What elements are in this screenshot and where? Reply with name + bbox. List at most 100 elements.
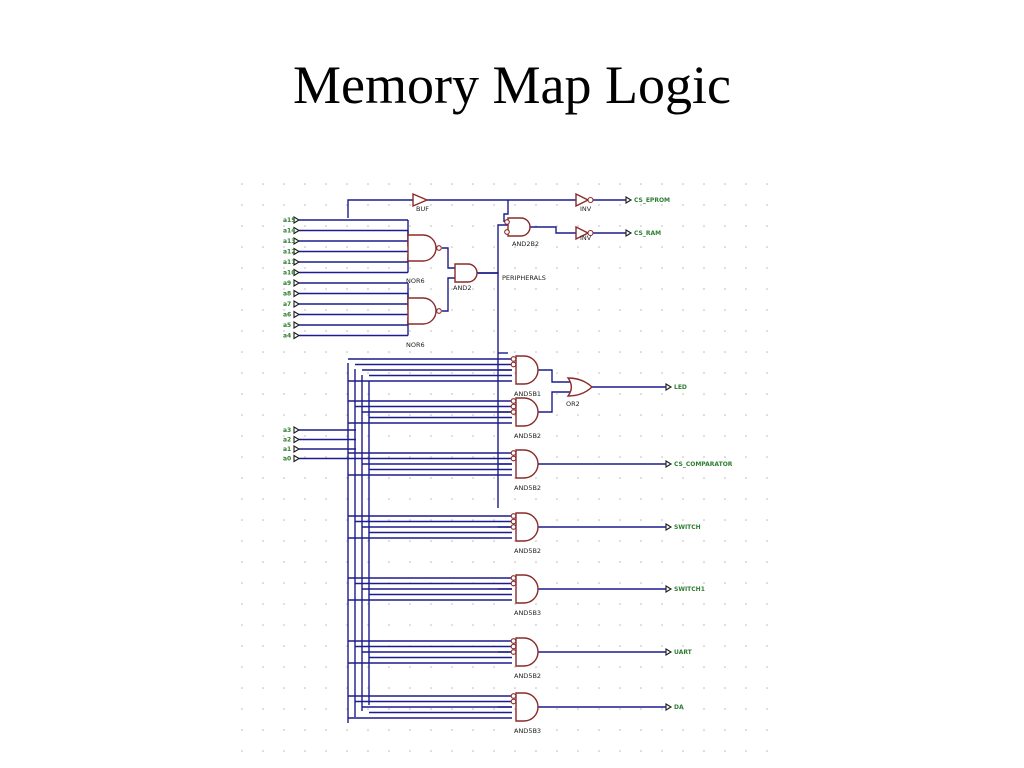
- wire: [503, 200, 509, 222]
- grid-dot: [766, 456, 768, 458]
- output-label: CS_EPROM: [634, 197, 670, 204]
- grid-dot: [766, 666, 768, 668]
- grid-dot: [367, 750, 369, 752]
- grid-dot: [451, 519, 453, 521]
- grid-dot: [598, 435, 600, 437]
- input-port: [293, 331, 301, 340]
- input-port: [293, 258, 301, 266]
- grid-dot: [661, 225, 663, 227]
- grid-dot: [598, 183, 600, 185]
- grid-dot: [703, 750, 705, 752]
- grid-dot: [661, 540, 663, 542]
- grid-dot: [514, 498, 516, 500]
- grid-dot: [745, 456, 747, 458]
- grid-dot: [493, 393, 495, 395]
- grid-dot: [409, 624, 411, 626]
- output-label: DA: [674, 704, 684, 711]
- grid-dot: [493, 624, 495, 626]
- grid-dot: [430, 708, 432, 710]
- grid-dot: [409, 330, 411, 332]
- grid-dot: [262, 204, 264, 206]
- grid-dot: [766, 183, 768, 185]
- grid-dot: [388, 603, 390, 605]
- output-label: SWITCH: [674, 524, 701, 531]
- grid-dot: [598, 750, 600, 752]
- grid-dot: [661, 729, 663, 731]
- grid-dot: [598, 666, 600, 668]
- grid-dot: [472, 246, 474, 248]
- grid-dot: [619, 372, 621, 374]
- grid-dot: [430, 498, 432, 500]
- and5b3-gate: [515, 692, 539, 722]
- grid-dot: [745, 246, 747, 248]
- schematic-canvas: a15a14a13a12a11a10a9a8a7a6a5a4NOR6NOR6AN…: [241, 183, 768, 752]
- grid-dot: [325, 204, 327, 206]
- grid-dot: [661, 435, 663, 437]
- grid-dot: [241, 498, 243, 500]
- grid-dot: [283, 330, 285, 332]
- grid-dot: [430, 288, 432, 290]
- grid-dot: [430, 729, 432, 731]
- grid-dot: [262, 624, 264, 626]
- grid-dot: [682, 687, 684, 689]
- input-label: a4: [283, 333, 291, 340]
- input-port: [293, 268, 301, 277]
- grid-dot: [430, 372, 432, 374]
- input-port: [293, 454, 301, 463]
- grid-dot: [598, 708, 600, 710]
- grid-dot: [640, 477, 642, 479]
- grid-dot: [661, 498, 663, 500]
- grid-dot: [304, 309, 306, 311]
- wire: [538, 369, 572, 383]
- input-label: a12: [283, 249, 295, 256]
- grid-dot: [598, 351, 600, 353]
- grid-dot: [619, 750, 621, 752]
- grid-dot: [577, 708, 579, 710]
- grid-dot: [409, 225, 411, 227]
- grid-dot: [241, 393, 243, 395]
- grid-dot: [535, 540, 537, 542]
- grid-dot: [556, 183, 558, 185]
- input-bubble: [510, 409, 517, 415]
- input-port: [293, 216, 301, 224]
- grid-dot: [409, 750, 411, 752]
- grid-dot: [556, 708, 558, 710]
- grid-dot: [535, 309, 537, 311]
- grid-dot: [535, 687, 537, 689]
- grid-dot: [766, 288, 768, 290]
- grid-dot: [724, 372, 726, 374]
- grid-dot: [703, 288, 705, 290]
- grid-dot: [472, 624, 474, 626]
- grid-dot: [514, 288, 516, 290]
- grid-dot: [556, 687, 558, 689]
- grid-dot: [703, 645, 705, 647]
- grid-dot: [598, 645, 600, 647]
- grid-dot: [766, 708, 768, 710]
- grid-dot: [262, 603, 264, 605]
- grid-dot: [640, 225, 642, 227]
- grid-dot: [556, 729, 558, 731]
- grid-dot: [388, 708, 390, 710]
- grid-dot: [283, 561, 285, 563]
- grid-dot: [661, 687, 663, 689]
- grid-dot: [304, 267, 306, 269]
- grid-dot: [640, 288, 642, 290]
- grid-dot: [766, 225, 768, 227]
- grid-dot: [577, 183, 579, 185]
- and5b2-gate: [515, 637, 539, 667]
- input-label: a10: [283, 270, 295, 277]
- grid-dot: [556, 393, 558, 395]
- grid-dot: [325, 624, 327, 626]
- grid-dot: [493, 246, 495, 248]
- grid-dot: [283, 309, 285, 311]
- grid-dot: [514, 330, 516, 332]
- grid-dot: [745, 393, 747, 395]
- grid-dot: [325, 708, 327, 710]
- grid-dot: [640, 519, 642, 521]
- grid-dot: [703, 708, 705, 710]
- grid-dot: [241, 519, 243, 521]
- grid-dot: [640, 561, 642, 563]
- grid-dot: [409, 498, 411, 500]
- grid-dot: [283, 666, 285, 668]
- grid-dot: [745, 540, 747, 542]
